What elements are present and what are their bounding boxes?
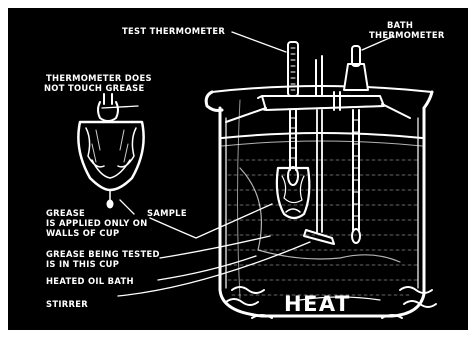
label-bath-thermometer-1: BATH xyxy=(387,20,413,30)
stirrer xyxy=(304,56,340,244)
inset-cup-closeup xyxy=(78,94,143,208)
label-walls: WALLS OF CUP xyxy=(46,228,119,238)
grease-cup xyxy=(277,168,309,218)
label-tested-2: IS IN THIS CUP xyxy=(46,259,119,269)
label-sample: SAMPLE xyxy=(147,208,187,218)
label-test-thermometer: TEST THERMOMETER xyxy=(122,26,225,36)
label-no-touch-1: THERMOMETER DOES xyxy=(46,73,152,83)
test-thermometer xyxy=(288,42,298,185)
label-heat: HEAT xyxy=(284,292,351,316)
label-oil-bath: HEATED OIL BATH xyxy=(46,276,134,286)
label-bath-thermometer-2: THERMOMETER xyxy=(369,30,445,40)
label-stirrer: STIRRER xyxy=(46,299,88,309)
grease-leader xyxy=(120,200,134,214)
holder-block xyxy=(226,96,410,122)
label-tested-1: GREASE BEING TESTED xyxy=(46,249,160,259)
label-no-touch-2: NOT TOUCH GREASE xyxy=(44,83,145,93)
label-grease: GREASE xyxy=(46,208,85,218)
bath-thermometer xyxy=(344,46,368,243)
label-applied: IS APPLIED ONLY ON xyxy=(46,218,148,228)
beaker xyxy=(206,86,432,316)
